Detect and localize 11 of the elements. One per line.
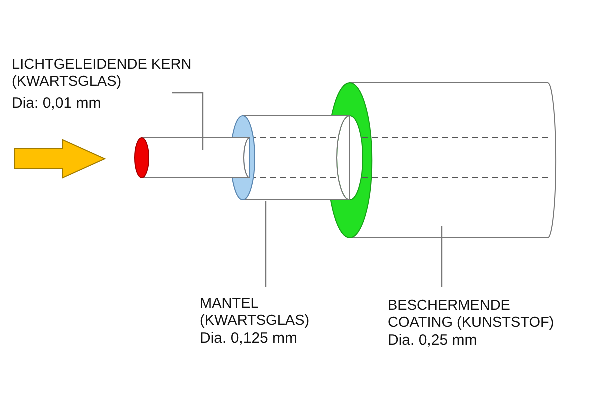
dimension-label: Dia. 0,25 mm: [388, 332, 478, 349]
dimension-label: Dia: 0,01 mm: [12, 95, 102, 112]
part-label: LICHTGELEIDENDE KERN (KWARTSGLAS): [12, 57, 193, 91]
leader-line: [441, 226, 443, 287]
cladding-cylinder: [230, 116, 350, 200]
leader-line: [172, 92, 204, 150]
part-label: BESCHERMENDE COATING (KUNSTSTOF): [388, 298, 556, 332]
dimension-label: Dia. 0,125 mm: [200, 330, 299, 347]
leader-line: [265, 201, 267, 287]
core-cylinder: [134, 138, 250, 178]
part-label: MANTEL (KWARTSGLAS): [200, 296, 311, 330]
